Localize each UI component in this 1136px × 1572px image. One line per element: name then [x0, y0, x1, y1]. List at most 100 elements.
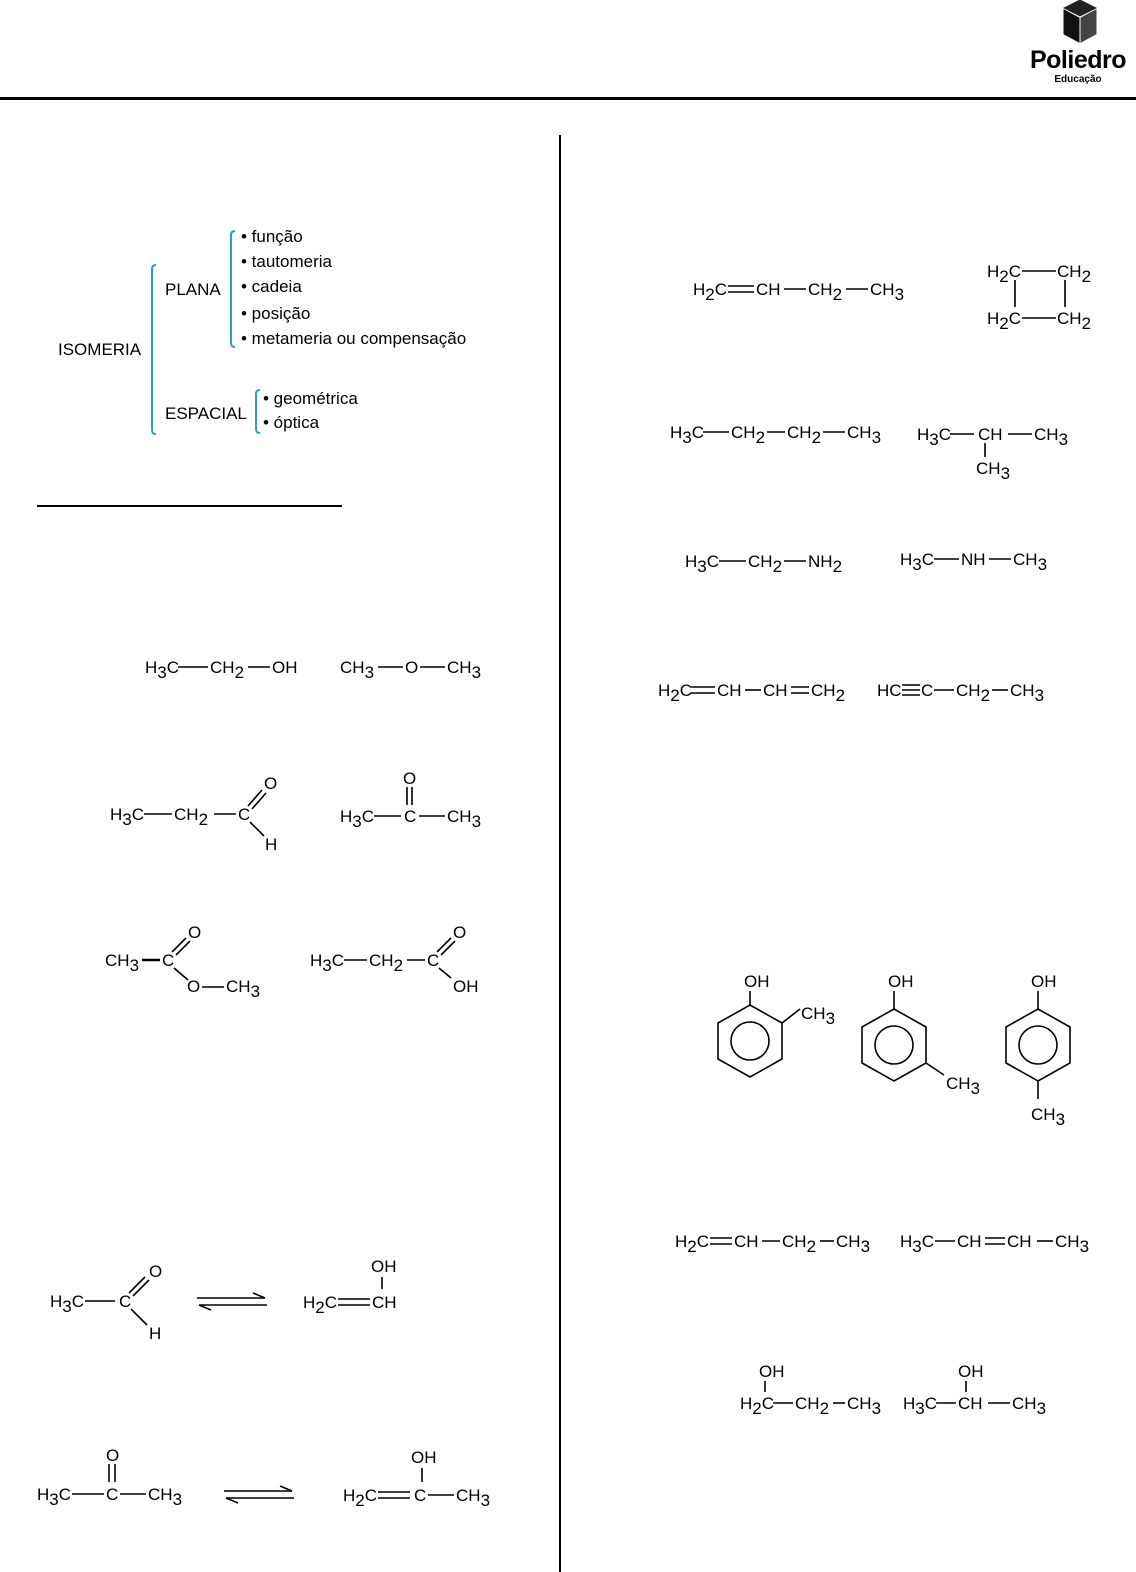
- svg-text:C: C: [404, 807, 416, 826]
- propanoic-acid-structure: H3C CH2 C O OH: [310, 923, 479, 996]
- plana-item: • posição: [241, 304, 311, 323]
- svg-text:NH2: NH2: [808, 552, 842, 576]
- svg-text:CH2: CH2: [811, 681, 845, 705]
- svg-text:CH3: CH3: [456, 1486, 490, 1510]
- svg-text:CH2: CH2: [1057, 309, 1091, 333]
- svg-text:CH: CH: [717, 681, 742, 700]
- svg-text:CH3: CH3: [1010, 681, 1044, 705]
- svg-text:CH2: CH2: [956, 681, 990, 705]
- dimethylamine-structure: H3C NH CH3: [900, 550, 1047, 574]
- dimethyl-ether-structure: CH3 O CH3: [340, 658, 481, 682]
- plana-item: • função: [241, 227, 303, 246]
- header-divider: [0, 97, 1136, 100]
- svg-text:CH: CH: [957, 1232, 982, 1251]
- svg-text:C: C: [162, 951, 174, 970]
- svg-text:H2C: H2C: [675, 1232, 709, 1256]
- propan-1-ol-structure: OH H2C CH2 CH3: [740, 1362, 881, 1418]
- tree-brackets: [151, 230, 261, 435]
- svg-text:C: C: [106, 1485, 118, 1504]
- svg-text:O: O: [453, 923, 466, 942]
- svg-text:NH: NH: [961, 550, 986, 569]
- svg-text:OH: OH: [411, 1448, 437, 1467]
- svg-text:CH2: CH2: [174, 805, 208, 829]
- svg-text:CH3: CH3: [976, 459, 1010, 483]
- plana-item: • metameria ou compensação: [241, 329, 467, 348]
- svg-text:O: O: [106, 1446, 119, 1465]
- svg-text:OH: OH: [958, 1362, 984, 1381]
- svg-text:H3C: H3C: [917, 425, 951, 449]
- svg-text:CH2: CH2: [808, 280, 842, 304]
- isobutane-structure: H3C CH CH3 CH3: [917, 425, 1068, 483]
- svg-text:O: O: [188, 923, 201, 942]
- propanal-structure: H3C CH2 C O H: [110, 774, 277, 854]
- svg-text:C: C: [427, 951, 439, 970]
- svg-text:CH3: CH3: [1013, 550, 1047, 574]
- svg-text:C: C: [414, 1486, 426, 1505]
- svg-text:OH: OH: [453, 977, 479, 996]
- svg-text:H3C: H3C: [685, 552, 719, 576]
- svg-text:O: O: [264, 774, 277, 793]
- equilibrium-arrows: [197, 1292, 267, 1311]
- svg-text:CH3: CH3: [946, 1074, 980, 1098]
- vinyl-alcohol-structure: OH H2C CH: [303, 1257, 397, 1317]
- svg-text:OH: OH: [371, 1257, 397, 1276]
- propen-2-ol-structure: OH H2C C CH3: [343, 1448, 490, 1510]
- tree-espacial: ESPACIAL: [165, 404, 247, 423]
- svg-text:CH3: CH3: [801, 1004, 835, 1028]
- svg-text:CH3: CH3: [226, 977, 260, 1001]
- svg-text:OH: OH: [888, 972, 914, 991]
- svg-text:CH3: CH3: [105, 951, 139, 975]
- but-1-ene-structure: H2C CH CH2 CH3: [675, 1232, 870, 1256]
- svg-text:O: O: [405, 658, 418, 677]
- acetone-structure: H3C C O CH3: [37, 1446, 182, 1509]
- svg-text:CH: CH: [978, 425, 1003, 444]
- plana-item: • tautomeria: [241, 252, 332, 271]
- p-cresol-structure: OH CH3: [1005, 972, 1071, 1129]
- logo-name: Poliedro: [1029, 46, 1127, 74]
- espacial-item: • óptica: [263, 413, 320, 432]
- svg-text:H2C: H2C: [987, 262, 1021, 286]
- svg-text:H: H: [149, 1324, 161, 1343]
- svg-text:CH3: CH3: [1012, 1394, 1046, 1418]
- svg-text:CH: CH: [372, 1293, 397, 1312]
- tree-plana: PLANA: [165, 280, 221, 299]
- plana-item: • cadeia: [241, 277, 302, 296]
- svg-text:OH: OH: [1031, 972, 1057, 991]
- svg-text:H3C: H3C: [900, 1232, 934, 1256]
- svg-text:CH3: CH3: [836, 1232, 870, 1256]
- svg-text:H3C: H3C: [37, 1485, 71, 1509]
- svg-text:CH: CH: [763, 681, 788, 700]
- svg-text:OH: OH: [272, 658, 298, 677]
- butane-structure: H3C CH2 CH2 CH3: [670, 423, 881, 447]
- svg-text:C: C: [238, 805, 250, 824]
- butadiene-structure: H2C CH CH CH2: [658, 681, 845, 705]
- svg-text:CH3: CH3: [870, 280, 904, 304]
- svg-text:H3C: H3C: [310, 951, 344, 975]
- svg-text:CH3: CH3: [847, 1394, 881, 1418]
- svg-text:OH: OH: [759, 1362, 785, 1381]
- svg-text:H2C: H2C: [693, 280, 727, 304]
- svg-text:CH2: CH2: [731, 423, 765, 447]
- ethanol-structure: H3C CH2 OH: [145, 658, 298, 682]
- tree-root: ISOMERIA: [58, 340, 142, 359]
- svg-text:H3C: H3C: [340, 807, 374, 831]
- svg-text:CH3: CH3: [447, 658, 481, 682]
- svg-text:O: O: [149, 1262, 162, 1281]
- svg-text:CH2: CH2: [369, 951, 403, 975]
- poliedro-logo: Poliedro Educação: [1026, 0, 1130, 90]
- svg-text:CH2: CH2: [795, 1394, 829, 1418]
- svg-text:C: C: [119, 1292, 131, 1311]
- but-1-ene-structure: H2C CH CH2 CH3: [693, 280, 904, 304]
- acetaldehyde-structure: H3C C O H: [50, 1262, 162, 1343]
- svg-text:H2C: H2C: [343, 1486, 377, 1510]
- svg-text:CH2: CH2: [210, 658, 244, 682]
- svg-text:H2C: H2C: [987, 309, 1021, 333]
- but-2-ene-structure: H3C CH CH CH3: [900, 1232, 1089, 1256]
- m-cresol-structure: OH CH3: [861, 972, 980, 1098]
- svg-text:H3C: H3C: [670, 423, 704, 447]
- equilibrium-arrows: [224, 1485, 294, 1504]
- svg-text:H2C: H2C: [658, 681, 692, 705]
- cube-logo-icon: [1063, 0, 1097, 43]
- svg-text:H2C: H2C: [740, 1394, 774, 1418]
- svg-text:OH: OH: [744, 972, 770, 991]
